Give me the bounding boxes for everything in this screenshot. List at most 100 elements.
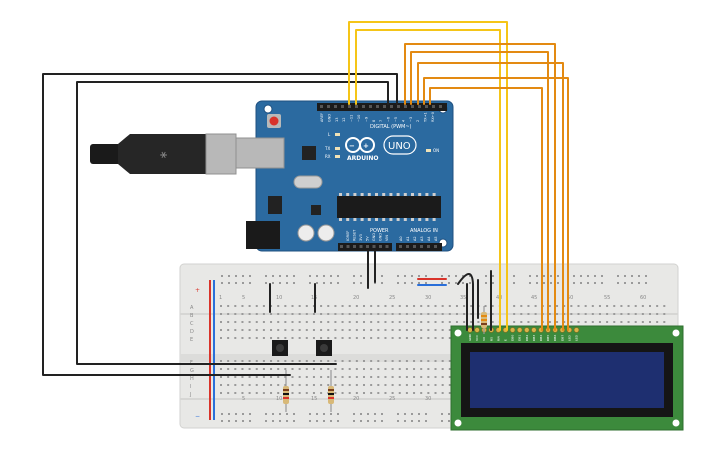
rail-hole [265,282,267,284]
breadboard-hole [262,313,265,315]
digital-pin-label: 12 [342,118,346,122]
rail-hole [360,282,362,284]
rail-hole [272,282,274,284]
breadboard-hole [363,384,365,386]
rail-hole [404,282,406,284]
breadboard-hole [320,360,323,362]
chip-pin [411,218,414,221]
breadboard-hole [312,329,315,331]
mounting-hole [454,419,462,427]
breadboard-hole [355,392,358,394]
breadboard-hole [434,360,437,362]
breadboard-hole [427,305,430,307]
breadboard-hole [420,305,423,307]
breadboard-hole [427,329,430,331]
breadboard-hole [227,376,230,378]
breadboard-hole [413,313,416,315]
breadboard-hole [262,337,265,339]
rail-hole [249,413,251,415]
breadboard-hole [520,305,523,307]
breadboard-hole [277,313,280,315]
rail-hole [249,275,251,277]
regulator [268,196,282,214]
small-chip [311,205,321,215]
breadboard-hole [563,313,566,315]
chip-pin [389,193,393,196]
svg-text:E: E [190,337,193,343]
breadboard-hole [370,305,373,307]
breadboard-hole [598,305,601,307]
breadboard-hole [334,321,337,323]
breadboard-hole [405,392,408,394]
rail-hole [337,275,339,277]
breadboard-hole [448,321,451,323]
breadboard-hole [606,313,609,315]
breadboard-hole [241,376,244,378]
svg-text:G: G [190,368,194,374]
rail-hole [381,275,383,277]
breadboard-hole [312,368,315,370]
rail-hole [228,413,230,415]
breadboard-hole [434,313,437,315]
breadboard-hole [391,313,394,315]
breadboard-hole [262,392,265,394]
breadboard-hole [305,313,308,315]
header-pin [404,105,407,108]
breadboard-hole [427,384,430,386]
breadboard-hole [398,329,401,331]
breadboard-hole [441,305,444,307]
bottom-header-pins [340,245,437,248]
breadboard-hole [363,376,365,378]
rail-hole [425,282,427,284]
breadboard-hole [649,313,651,315]
breadboard-hole [413,384,416,386]
header-pin [434,245,437,248]
breadboard-hole [327,337,330,339]
header-pin [413,245,416,248]
svg-text:20: 20 [353,295,359,301]
breadboard-hole [548,321,551,323]
rail-hole [529,275,531,277]
rail-hole [536,275,538,277]
breadboard-hole [341,376,344,378]
breadboard-hole [305,329,308,331]
resistor-1 [283,370,289,412]
chip-pin [418,193,422,196]
breadboard-hole [270,337,273,339]
svg-text:C: C [190,321,194,327]
breadboard-hole [448,368,451,370]
breadboard-hole [448,384,451,386]
pushbutton-1[interactable] [272,340,288,356]
breadboard-hole [434,337,437,339]
breadboard-hole [613,321,616,323]
wire-orange-1 [404,43,556,331]
dc-power-jack [246,221,280,249]
breadboard-hole [298,384,301,386]
breadboard-hole [227,329,230,331]
breadboard-hole [606,321,609,323]
breadboard-hole [420,360,423,362]
breadboard-hole [334,329,337,331]
pushbutton-2[interactable] [316,340,332,356]
breadboard-hole [291,305,294,307]
svg-text:25: 25 [389,396,395,402]
breadboard-hole [262,368,265,370]
breadboard-hole [420,384,423,386]
breadboard-hole [441,376,444,378]
breadboard-hole [327,384,330,386]
breadboard-hole [591,321,594,323]
lcd-pin-label: DB1 [518,335,522,341]
reset-button-cap[interactable] [269,116,279,126]
lcd-pin-label: DB3 [532,335,536,341]
breadboard-hole [413,305,416,307]
breadboard-hole [434,384,437,386]
breadboard-hole [255,376,258,378]
power-pin-label: GND [372,233,376,241]
rail-hole [580,275,582,277]
breadboard-hole [284,376,287,378]
breadboard-hole [248,376,251,378]
breadboard-hole [370,329,373,331]
lcd-pin [509,327,516,333]
breadboard-hole [291,376,294,378]
